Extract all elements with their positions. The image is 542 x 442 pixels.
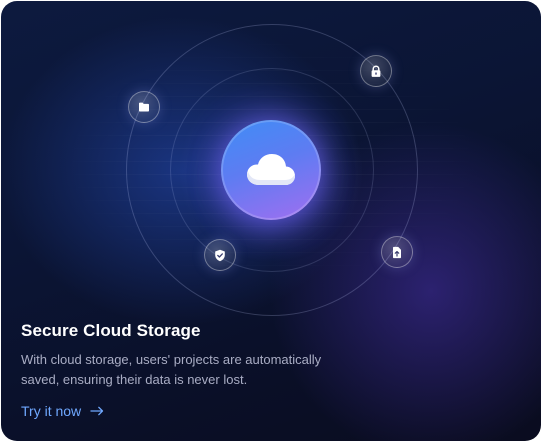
shield-check-icon (215, 249, 225, 261)
card-title: Secure Cloud Storage (21, 321, 201, 340)
folder-node (128, 91, 160, 123)
arrow-right-icon (90, 406, 104, 416)
lock-icon (371, 64, 381, 77)
cloud-orb (221, 120, 321, 220)
shield-node (204, 239, 236, 271)
try-it-now-label: Try it now (21, 403, 82, 419)
folder-icon (139, 102, 149, 112)
try-it-now-link[interactable]: Try it now (21, 403, 104, 419)
outer-orbit-ring (126, 24, 418, 316)
file-node (381, 236, 413, 268)
inner-orbit-ring (170, 68, 374, 272)
card-description: With cloud storage, users' projects are … (21, 352, 322, 387)
lock-node (360, 55, 392, 87)
cloud-icon (247, 154, 295, 185)
file-upload-icon (393, 246, 401, 258)
